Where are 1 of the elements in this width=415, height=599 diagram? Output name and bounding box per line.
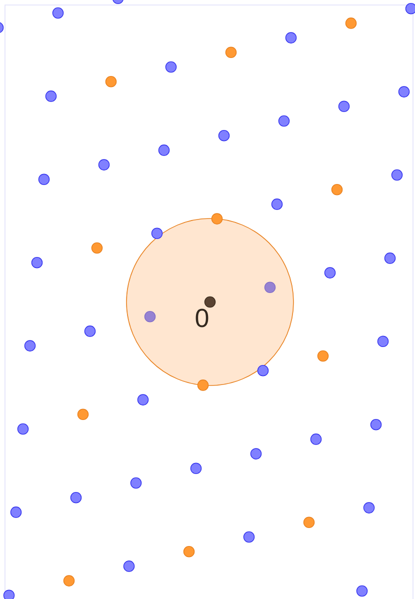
origin-label: 0	[196, 308, 208, 328]
